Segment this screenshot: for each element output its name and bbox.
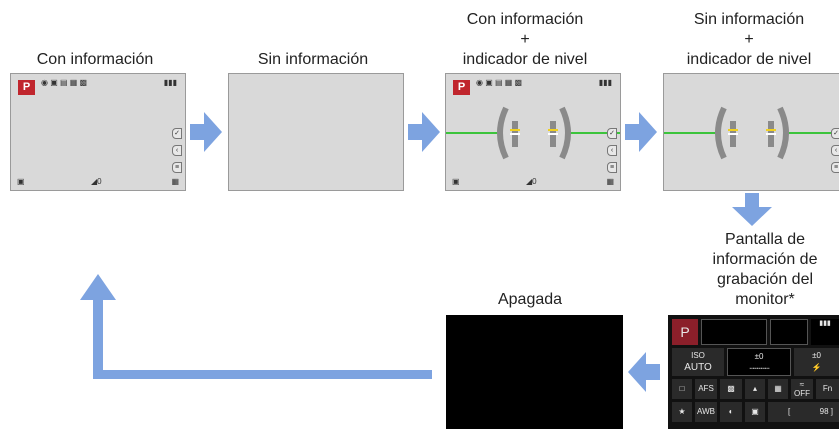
metering-icon: ▣: [452, 177, 460, 186]
shots-icon: ▦: [171, 177, 179, 186]
level-bracket-right: [777, 106, 789, 160]
battery-icon: ▮▮▮: [811, 319, 839, 345]
caption-line: monitor*: [735, 291, 795, 308]
wifi-off-label: OFF: [794, 389, 810, 398]
mode-badge: P: [18, 80, 35, 95]
arrow-right: [625, 112, 657, 152]
metering-icon: ▣: [17, 177, 25, 186]
side-tab-icon: ✓: [172, 128, 182, 139]
caption-without-info: Sin información: [257, 51, 369, 68]
side-tab-icon: ≡: [607, 162, 617, 173]
panel-blank-box: [701, 319, 767, 345]
exposure-value: 0: [532, 177, 537, 186]
screen-without-info-level: ✓ ‹ ≡: [663, 73, 839, 191]
caption-line: Con información: [466, 11, 584, 28]
caption-line: Pantalla de: [724, 231, 806, 248]
caption-monitor-info: Pantalla de información de grabación del…: [680, 230, 839, 310]
caption-with-info-level: Con información + indicador de nivel: [430, 10, 620, 70]
mode-badge: P: [453, 80, 470, 95]
screen-with-info: P ◉ ▣ ▤ ▦ ▩ ▮▮▮ ✓ ‹ ≡ ▣ ◢0 ▦: [10, 73, 186, 191]
flash-comp-value: ±0: [812, 351, 821, 360]
exposure-scale: ┄┄┄┄┄: [749, 364, 769, 373]
caption-line: información de: [712, 251, 818, 268]
fn-cell: Fn: [816, 379, 839, 399]
screen-off: [446, 315, 623, 429]
side-tab-icon: ✓: [831, 128, 839, 139]
exposure-comp-indicator: ◢0: [526, 177, 537, 186]
side-tab-icon: ✓: [607, 128, 617, 139]
exposure-value: 0: [97, 177, 102, 186]
mode-badge: P: [672, 319, 698, 345]
af-area-icon: ▩: [720, 379, 742, 399]
metering-icon: ▣: [745, 402, 765, 422]
caption-line: Sin información: [693, 11, 805, 28]
arrow-left: [628, 352, 660, 392]
screen-with-info-level: P ◉ ▣ ▤ ▦ ▩ ▮▮▮ ✓ ‹ ≡ ▣ ◢0 ▦: [445, 73, 621, 191]
exposure-cell: ±0 ┄┄┄┄┄: [727, 348, 791, 376]
side-tab-icon: ‹: [607, 145, 617, 156]
wifi-icon: ≈: [799, 380, 805, 389]
drive-mode-icon: □: [672, 379, 692, 399]
caption-line: grabación del: [716, 271, 814, 288]
caption-without-info-level: Sin información + indicador de nivel: [654, 10, 839, 70]
level-mark-right: [766, 129, 776, 131]
level-gauge: [446, 106, 620, 160]
wifi-cell: ≈ OFF: [791, 379, 813, 399]
flash-icon: ⚡: [811, 363, 822, 372]
level-bracket-right: [559, 106, 571, 160]
exposure-comp-indicator: ◢0: [91, 177, 102, 186]
quality-icon: ▴: [745, 379, 765, 399]
level-mark-right: [548, 129, 558, 131]
battery-icon: ▮▮▮: [598, 78, 612, 87]
caption-line: +: [744, 31, 754, 48]
iso-value: AUTO: [684, 362, 712, 373]
caption-line: indicador de nivel: [686, 51, 812, 68]
monitor-info-panel: P ▮▮▮ ISO AUTO ±0 ┄┄┄┄┄ ±0 ⚡ □ AFS ▩ ▴ ▦…: [668, 315, 839, 429]
side-tab-icon: ‹: [831, 145, 839, 156]
level-mark-left: [728, 129, 738, 131]
caption-line: +: [520, 31, 530, 48]
level-mark-right: [548, 133, 558, 135]
photo-style-icon: ★: [672, 402, 692, 422]
caption-off: Apagada: [497, 291, 563, 308]
iso-cell: ISO AUTO: [672, 348, 724, 376]
level-mark-left: [510, 133, 520, 135]
arrow-right: [190, 112, 222, 152]
flash-comp-cell: ±0 ⚡: [794, 348, 839, 376]
af-mode-cell: AFS: [695, 379, 717, 399]
ifocus-icon: ◐: [720, 402, 742, 422]
wb-cell: AWB: [695, 402, 717, 422]
level-bracket-left: [715, 106, 727, 160]
iso-label: ISO: [691, 351, 705, 360]
level-bracket-left: [497, 106, 509, 160]
caption-line: indicador de nivel: [462, 51, 588, 68]
panel-blank-box: [770, 319, 808, 345]
side-tab-icon: ≡: [831, 162, 839, 173]
side-tab-icon: ≡: [172, 162, 182, 173]
level-mark-right: [766, 133, 776, 135]
arrow-right: [408, 112, 440, 152]
side-tab-icon: ‹: [172, 145, 182, 156]
shots-remaining: 98: [819, 407, 829, 416]
status-icons-row: ◉ ▣ ▤ ▦ ▩: [41, 78, 88, 87]
shots-cell: [98 ]: [768, 402, 839, 422]
shots-icon: ▦: [606, 177, 614, 186]
level-mark-left: [728, 133, 738, 135]
caption-with-info: Con información: [36, 51, 154, 68]
arrow-down: [732, 193, 772, 226]
battery-icon: ▮▮▮: [163, 78, 177, 87]
status-icons-row: ◉ ▣ ▤ ▦ ▩: [476, 78, 523, 87]
screen-without-info: [228, 73, 404, 191]
aspect-icon: ▦: [768, 379, 788, 399]
exposure-value: ±0: [754, 352, 764, 361]
bracket-open: [: [788, 407, 791, 416]
arrow-return: [80, 274, 432, 379]
level-mark-left: [510, 129, 520, 131]
